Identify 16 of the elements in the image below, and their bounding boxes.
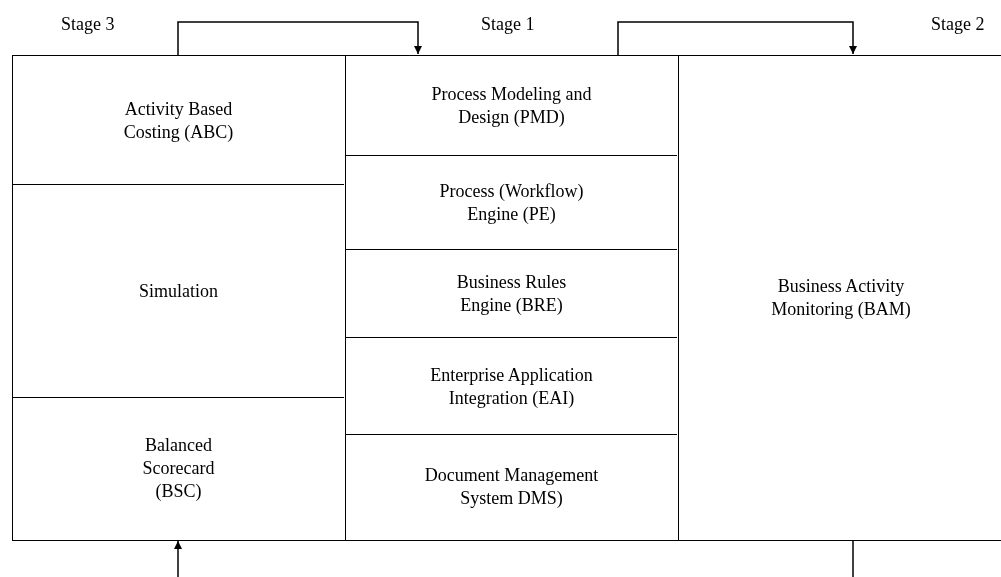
connector-line (852, 540, 854, 577)
stage-label: Stage 3 (61, 13, 115, 36)
component-label: Business Activity Monitoring (BAM) (770, 275, 912, 321)
component-label: Balanced Scorecard (BSC) (141, 434, 216, 503)
arrow (174, 540, 182, 577)
component-label: Simulation (138, 280, 219, 303)
component-label: Process (Workflow) Engine (PE) (438, 180, 585, 226)
arrow (177, 21, 422, 56)
component-label: Document Management System DMS) (423, 464, 600, 510)
stage-label: Stage 1 (481, 13, 535, 36)
component-label: Business Rules Engine (BRE) (455, 271, 568, 317)
component-label: Enterprise Application Integration (EAI) (429, 363, 594, 410)
stage-label: Stage 2 (931, 13, 985, 36)
component-label: Activity Based Costing (ABC) (122, 97, 235, 144)
arrow (617, 21, 857, 56)
component-label: Process Modeling and Design (PMD) (430, 83, 593, 129)
